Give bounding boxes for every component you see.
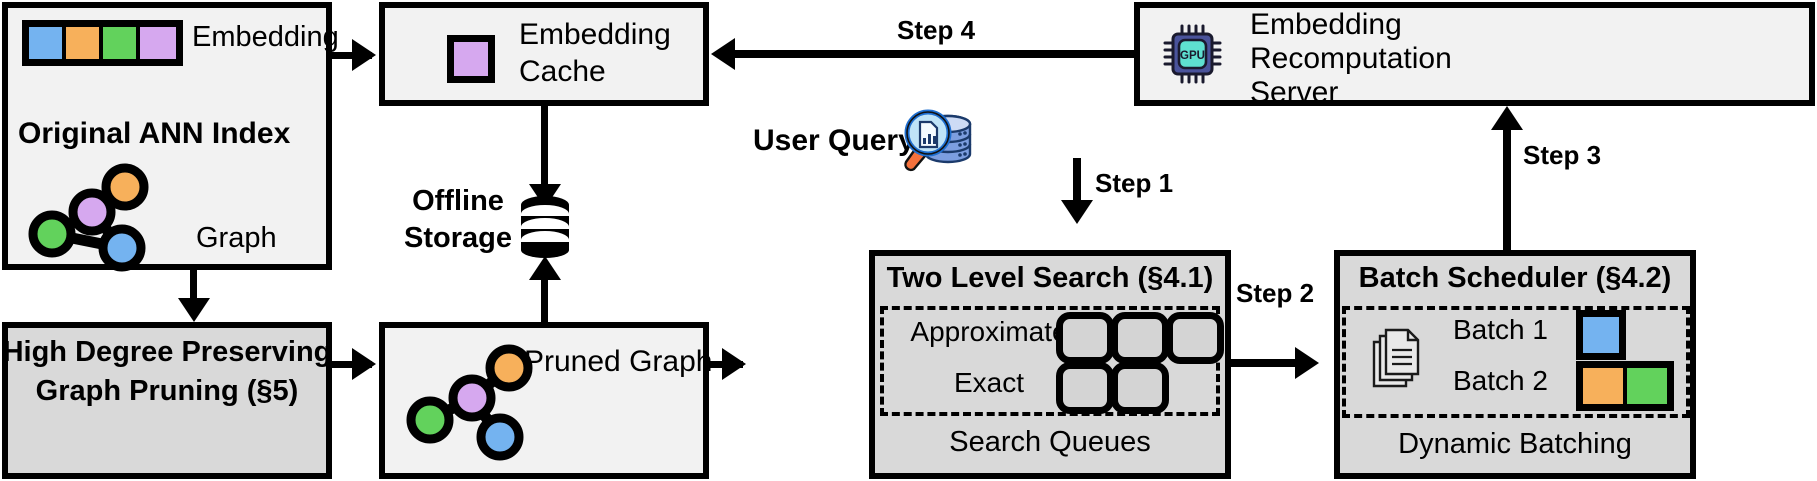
two-level-search-box	[869, 250, 1231, 479]
database-icon	[521, 196, 569, 258]
embedding-cache-box	[379, 2, 709, 106]
dynamic-batching-footer: Dynamic Batching	[1398, 428, 1632, 460]
recomputation-server-box	[1134, 2, 1815, 106]
offline-storage-label-line2: Storage	[404, 222, 512, 254]
batch-scheduler-title: Batch Scheduler (§4.2)	[1358, 262, 1672, 294]
search-queues-footer: Search Queues	[949, 426, 1151, 458]
arrow-index-to-cache-head	[352, 39, 376, 71]
embedding-cell-purple	[140, 27, 176, 59]
step2-label: Step 2	[1236, 278, 1315, 308]
arrow-pruning-to-prunedgraph-head	[352, 348, 376, 380]
exact-queue-slots	[1056, 362, 1169, 414]
batch-2-label: Batch 2	[1453, 365, 1548, 396]
search-database-icon	[904, 109, 972, 172]
recomputation-server-line2: Recomputation	[1250, 42, 1452, 75]
recomputation-server-line3: Server	[1250, 76, 1339, 109]
graph-pruning-title-line2: Graph Pruning (§5)	[35, 375, 299, 407]
step3-label: Step 3	[1523, 140, 1602, 170]
graph-pruning-title-line1: High Degree Preserving	[2, 336, 332, 368]
embedding-strip	[22, 20, 183, 66]
pruned-graph-icon	[406, 344, 533, 461]
step1-label: Step 1	[1095, 168, 1174, 198]
gpu-chip-icon-text: GPU	[1180, 50, 1205, 62]
batch-1-label: Batch 1	[1453, 314, 1548, 345]
arrow-step3-line	[1503, 128, 1511, 250]
exact-row-label: Exact	[953, 367, 1025, 398]
arrow-prunedgraph-to-storage-line	[541, 276, 548, 322]
queue-slot[interactable]	[1056, 312, 1114, 364]
arrow-step3-head	[1491, 106, 1523, 130]
arrow-prunedgraph-to-search-head	[722, 348, 746, 380]
graph-label: Graph	[196, 222, 277, 254]
arrow-step4-line	[735, 50, 1134, 58]
queue-slot[interactable]	[1111, 312, 1169, 364]
approximate-row-label: Approximate	[910, 316, 1068, 347]
embedding-cell-orange	[66, 27, 103, 59]
arrow-step1-head	[1061, 200, 1093, 224]
gpu-chip-icon: GPU	[1163, 24, 1222, 84]
embedding-label: Embedding	[192, 21, 339, 53]
batch-2-item-green	[1627, 368, 1667, 404]
pruned-graph-box	[379, 322, 709, 479]
user-query-label: User Query	[753, 124, 915, 157]
batch-1-item-blue	[1576, 310, 1626, 360]
arrow-step1-line	[1073, 158, 1081, 208]
embedding-cache-title-line1: Embedding	[519, 18, 671, 51]
recomputation-server-line1: Embedding	[1250, 8, 1402, 41]
embedding-cell-blue	[29, 27, 66, 59]
step4-label: Step 4	[897, 15, 976, 45]
dynamic-batching-dashed-region	[1342, 306, 1690, 418]
arrow-step4-head	[711, 38, 735, 70]
embedding-cell-green	[103, 27, 140, 59]
documents-icon	[1372, 328, 1420, 388]
queue-slot[interactable]	[1166, 312, 1224, 364]
original-ann-index-title: Original ANN Index	[18, 117, 291, 150]
queue-slot[interactable]	[1111, 362, 1169, 414]
graph-pruning-box	[2, 322, 332, 479]
offline-storage-label-line1: Offline	[412, 185, 504, 217]
arrow-index-to-pruning-line	[190, 270, 197, 306]
arrow-index-to-pruning-head	[178, 298, 210, 322]
embedding-cache-swatch-icon	[447, 35, 495, 83]
pruned-graph-label: Pruned Graph	[524, 345, 713, 378]
arrow-cache-to-storage-line	[541, 106, 548, 192]
approximate-queue-slots	[1056, 312, 1224, 364]
embedding-cache-title-line2: Cache	[519, 55, 606, 88]
arrow-step2-line	[1231, 359, 1313, 367]
batch-2-items	[1576, 361, 1674, 411]
arrow-step2-head	[1295, 347, 1319, 379]
arrow-prunedgraph-to-storage-head	[529, 256, 561, 280]
batch-2-item-orange	[1583, 368, 1627, 404]
two-level-search-title: Two Level Search (§4.1)	[886, 262, 1214, 294]
queue-slot[interactable]	[1056, 362, 1114, 414]
original-graph-icon	[28, 163, 149, 272]
